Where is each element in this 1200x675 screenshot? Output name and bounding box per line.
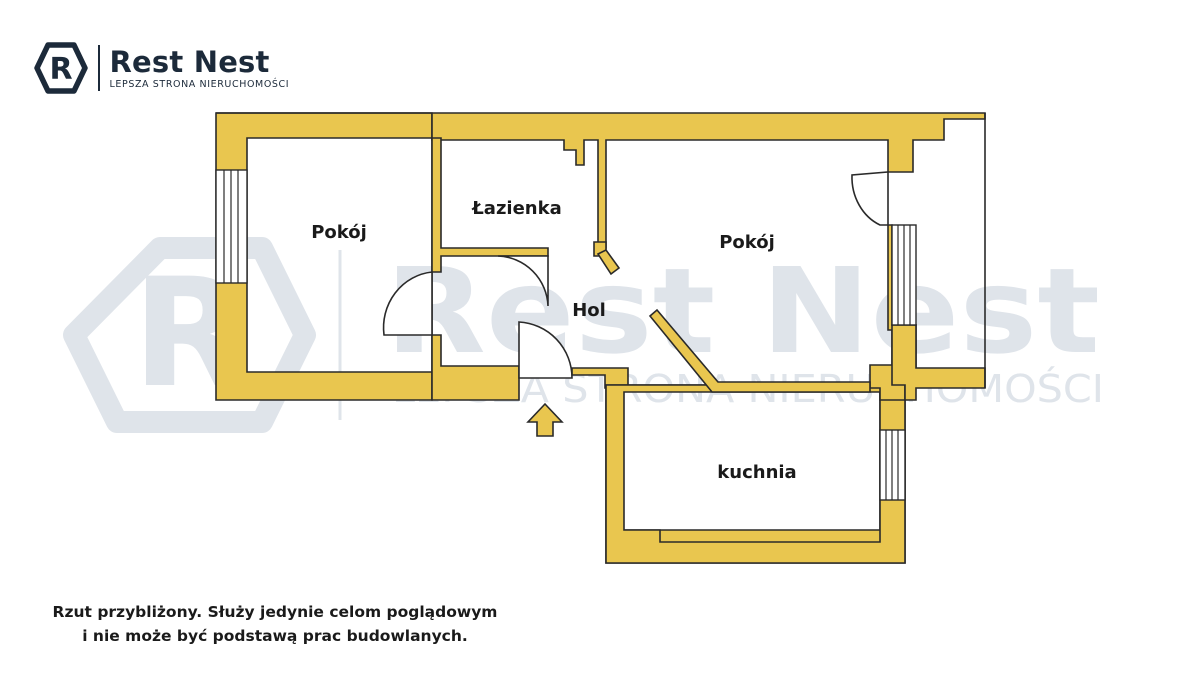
- arrow-up-icon: [526, 402, 564, 437]
- doors: [382, 171, 889, 379]
- room-labels: Pokój Łazienka Hol Pokój kuchnia: [311, 198, 797, 483]
- room-label-right-room: Pokój: [719, 232, 775, 253]
- window-kitchen: [879, 429, 906, 501]
- room-label-bathroom: Łazienka: [471, 198, 562, 219]
- brand-logo: R Rest Nest LEPSZA STRONA NIERUCHOMOŚCI: [34, 40, 289, 96]
- logo-text: Rest Nest LEPSZA STRONA NIERUCHOMOŚCI: [110, 47, 290, 90]
- brand-name: Rest Nest: [109, 44, 270, 79]
- disclaimer-line-2: i nie może być podstawą prac budowlanych…: [82, 627, 468, 645]
- wall-right-corner: [891, 324, 986, 401]
- door-left-room: [382, 271, 433, 336]
- disclaimer: Rzut przybliżony. Służy jedynie celom po…: [20, 600, 530, 648]
- room-label-left-room: Pokój: [311, 222, 367, 243]
- wall-diagonal-small: [596, 248, 621, 276]
- disclaimer-line-1: Rzut przybliżony. Służy jedynie celom po…: [52, 603, 498, 621]
- watermark-logo-icon: [63, 237, 316, 433]
- logo-divider: [98, 45, 100, 91]
- door-bathroom: [497, 255, 549, 307]
- window-right-room: [891, 224, 917, 326]
- watermark-title: Rest Nest: [385, 242, 1100, 380]
- windows: [215, 169, 917, 501]
- door-balcony: [851, 171, 889, 226]
- walls: [215, 112, 986, 564]
- logo-hexagon-icon: R: [34, 42, 88, 94]
- logo-letter: R: [49, 52, 72, 87]
- room-label-kitchen: kuchnia: [717, 462, 796, 483]
- room-label-hall: Hol: [572, 300, 606, 321]
- brand-tagline: LEPSZA STRONA NIERUCHOMOŚCI: [109, 78, 290, 90]
- wall-diagonal: [648, 308, 871, 393]
- window-left: [215, 169, 248, 284]
- door-entrance: [518, 321, 573, 379]
